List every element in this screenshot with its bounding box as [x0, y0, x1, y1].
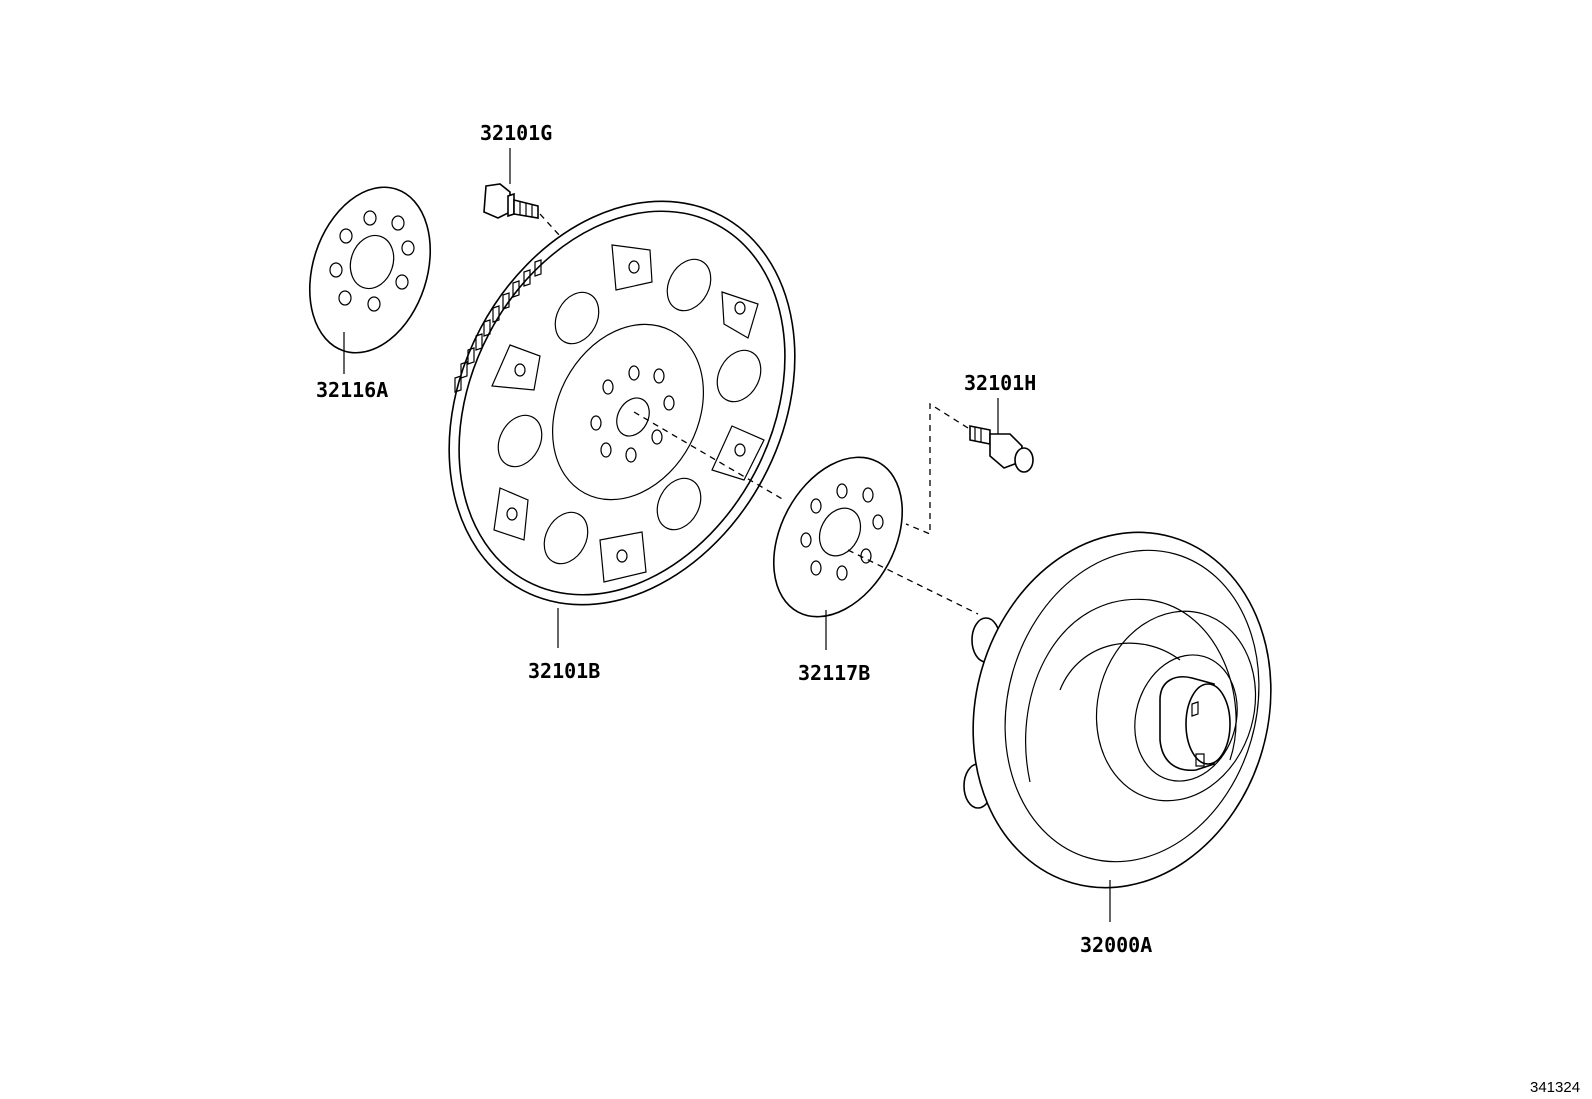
- label-32117B: 32117B: [798, 661, 870, 685]
- assembly-center-line: [633, 411, 979, 615]
- label-32000A: 32000A: [1080, 933, 1152, 957]
- label-32101B: 32101B: [528, 659, 600, 683]
- document-id: 341324: [1530, 1079, 1580, 1096]
- label-32101G: 32101G: [480, 121, 552, 145]
- label-32101H: 32101H: [964, 371, 1036, 395]
- part-32101B-drive-plate[interactable]: [381, 141, 863, 666]
- part-32116A-spacer[interactable]: [290, 172, 451, 374]
- part-32117B-spacer[interactable]: [748, 435, 928, 650]
- part-32101H-bolt[interactable]: [905, 398, 1034, 535]
- label-32116A: 32116A: [316, 378, 388, 402]
- part-32101G-bolt[interactable]: [483, 148, 561, 237]
- part-32000A-torque-converter[interactable]: [932, 497, 1312, 924]
